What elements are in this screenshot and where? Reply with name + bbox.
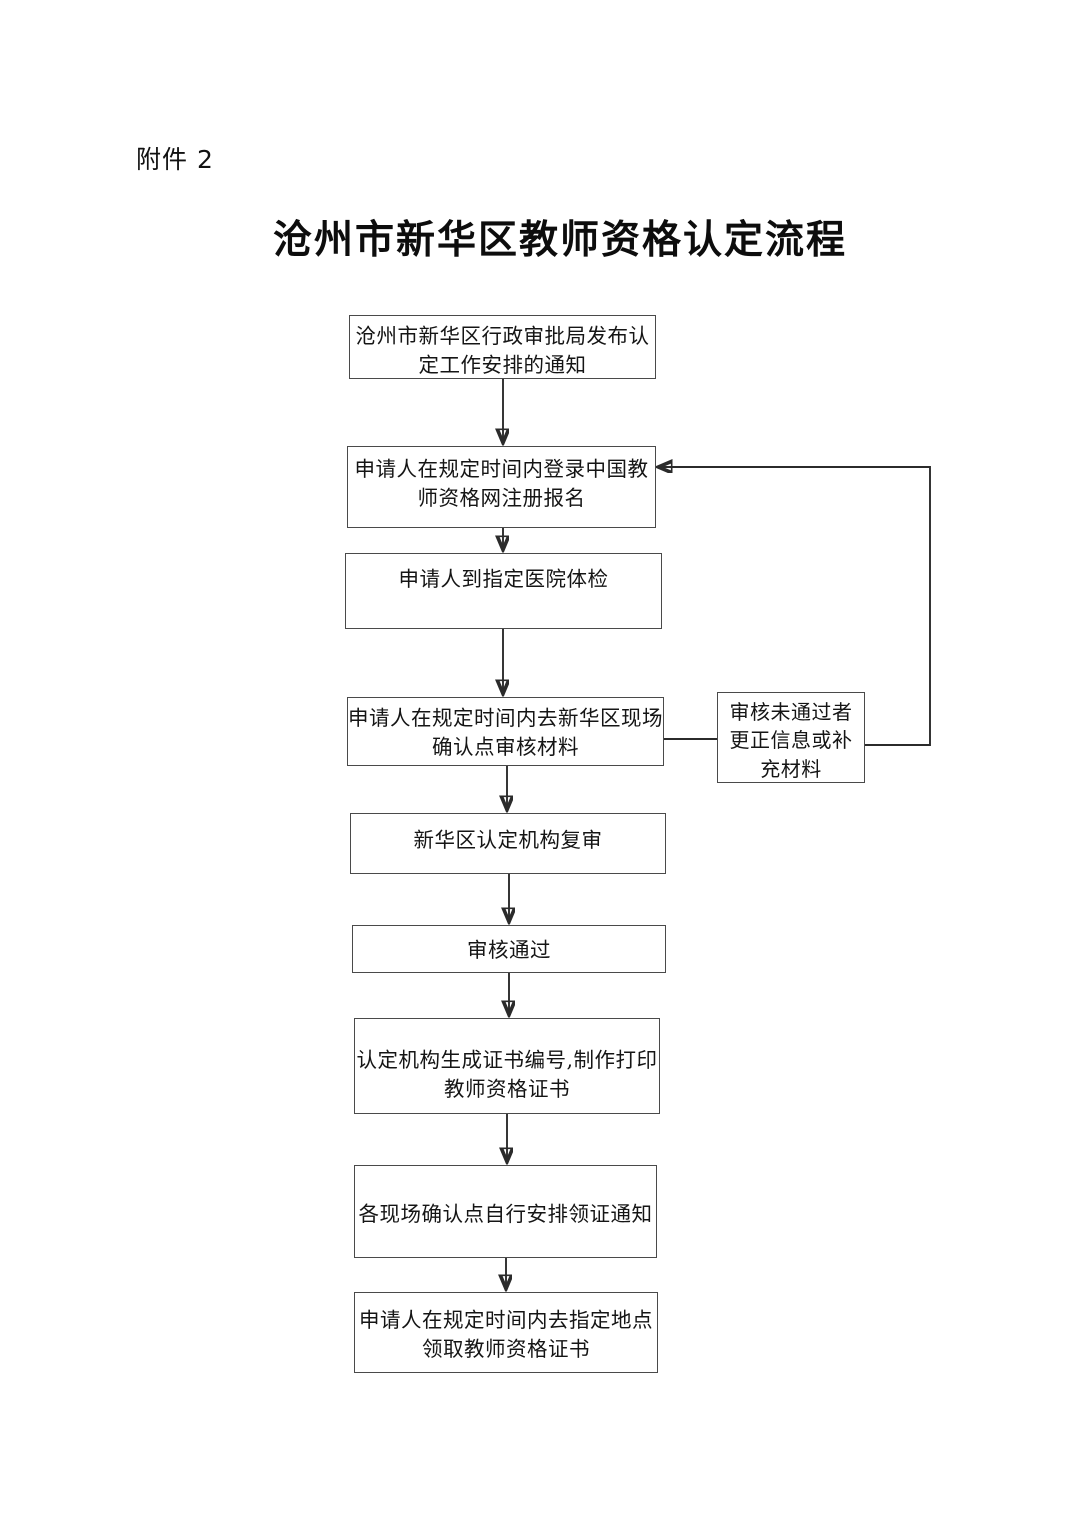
node-online-registration: 申请人在规定时间内登录中国教 师资格网注册报名	[347, 446, 656, 528]
node-review-failed-correct: 审核未通过者 更正信息或补 充材料	[717, 692, 865, 783]
node-collection-notice: 各现场确认点自行安排领证通知	[354, 1165, 657, 1258]
node-medical-exam: 申请人到指定医院体检	[345, 553, 662, 629]
node-label: 申请人在规定时间内去新华区现场 确认点审核材料	[348, 706, 663, 760]
node-onsite-verification: 申请人在规定时间内去新华区现场 确认点审核材料	[347, 697, 664, 766]
node-label: 新华区认定机构复审	[413, 828, 603, 852]
attachment-label: 附件 2	[136, 145, 214, 174]
node-review-passed: 审核通过	[352, 925, 666, 973]
node-collect-certificate: 申请人在规定时间内去指定地点 领取教师资格证书	[354, 1292, 658, 1373]
node-label: 沧州市新华区行政审批局发布认 定工作安排的通知	[355, 324, 650, 378]
page-title: 沧州市新华区教师资格认定流程	[272, 217, 847, 263]
node-label: 申请人到指定医院体检	[398, 567, 609, 591]
node-publish-notice: 沧州市新华区行政审批局发布认 定工作安排的通知	[349, 315, 656, 379]
node-label: 审核通过	[467, 938, 551, 962]
node-label: 各现场确认点自行安排领证通知	[358, 1202, 653, 1226]
node-label: 审核未通过者 更正信息或补 充材料	[729, 700, 853, 781]
node-generate-certificate: 认定机构生成证书编号,制作打印 教师资格证书	[354, 1018, 660, 1114]
node-label: 认定机构生成证书编号,制作打印 教师资格证书	[356, 1048, 658, 1102]
node-label: 申请人在规定时间内登录中国教 师资格网注册报名	[354, 457, 649, 511]
node-agency-review: 新华区认定机构复审	[350, 813, 666, 874]
node-label: 申请人在规定时间内去指定地点 领取教师资格证书	[359, 1308, 653, 1362]
